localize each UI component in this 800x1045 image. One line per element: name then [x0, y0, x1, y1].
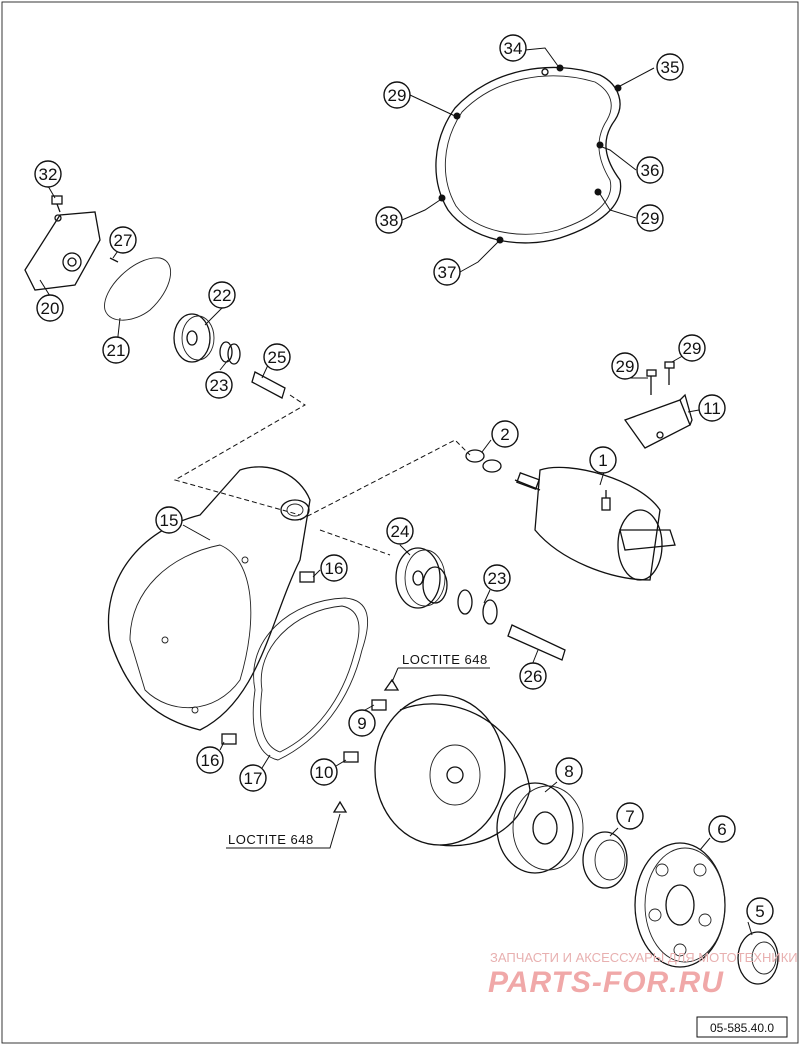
svg-text:16: 16	[201, 751, 220, 770]
callout-29-topright: 29	[636, 204, 664, 232]
svg-text:22: 22	[213, 286, 232, 305]
part-7-freewheel	[582, 831, 628, 889]
callout-21: 21	[102, 336, 130, 364]
svg-text:23: 23	[210, 376, 229, 395]
callout-37: 37	[433, 258, 461, 286]
part-1-starter-motor	[514, 466, 676, 581]
svg-text:20: 20	[41, 299, 60, 318]
callout-25: 25	[263, 343, 291, 371]
reference-code: 05-585.40.0	[710, 1021, 774, 1035]
part-22-gear	[173, 313, 215, 363]
svg-text:32: 32	[39, 165, 58, 184]
svg-text:35: 35	[661, 58, 680, 77]
svg-text:37: 37	[438, 263, 457, 282]
callout-34: 34	[499, 34, 527, 62]
callout-5: 5	[746, 897, 774, 925]
callout-2: 2	[491, 420, 519, 448]
callout-36: 36	[636, 156, 664, 184]
svg-text:1: 1	[598, 451, 607, 470]
loctite-note-lower: LOCTITE 648	[228, 832, 314, 847]
part-24-gear	[395, 547, 448, 609]
svg-text:10: 10	[315, 763, 334, 782]
part-16-dowels	[221, 571, 315, 745]
callout-10: 10	[310, 758, 338, 786]
watermark-brand: PARTS-FOR.RU	[488, 966, 724, 999]
callout-23-lower: 23	[483, 564, 511, 592]
svg-text:6: 6	[717, 820, 726, 839]
callout-16-lower: 16	[196, 746, 224, 774]
watermark-tagline: ЗАПЧАСТИ И АКСЕССУАРЫ ДЛЯ МОТОТЕХНИКИ	[490, 950, 798, 965]
svg-text:29: 29	[616, 357, 635, 376]
svg-text:16: 16	[325, 559, 344, 578]
svg-text:17: 17	[244, 769, 263, 788]
part-32-bolt	[51, 195, 63, 213]
callout-23-upper: 23	[205, 371, 233, 399]
svg-text:11: 11	[703, 399, 721, 418]
part-9-screw	[371, 678, 400, 711]
part-20-cover	[24, 211, 101, 291]
callout-26: 26	[519, 662, 547, 690]
svg-text:2: 2	[500, 425, 509, 444]
svg-text:15: 15	[160, 511, 179, 530]
part-26-shaft	[507, 624, 566, 661]
callout-29-topleft: 29	[383, 81, 411, 109]
part-2-orings	[465, 449, 502, 473]
svg-text:25: 25	[268, 348, 287, 367]
part-6-starter-gear	[634, 842, 726, 968]
callout-1: 1	[589, 446, 617, 474]
svg-text:7: 7	[625, 807, 634, 826]
callout-22: 22	[208, 281, 236, 309]
svg-text:9: 9	[357, 714, 366, 733]
callout-32: 32	[34, 160, 62, 188]
part-21-gasket	[104, 257, 171, 321]
svg-text:38: 38	[380, 211, 399, 230]
part-25-shaft	[251, 371, 286, 399]
assembly-guides	[173, 394, 471, 556]
svg-text:36: 36	[641, 161, 660, 180]
callout-24: 24	[386, 517, 414, 545]
part-5-bearing	[737, 931, 779, 985]
callout-16-upper: 16	[320, 554, 348, 582]
svg-text:29: 29	[683, 339, 702, 358]
part-8-freewheel	[496, 782, 584, 874]
part-17-gasket	[252, 597, 369, 761]
part-23-bearings-lower	[457, 589, 498, 625]
svg-text:24: 24	[391, 522, 410, 541]
callout-35: 35	[656, 53, 684, 81]
svg-text:26: 26	[524, 667, 543, 686]
callout-29-bolt-right: 29	[678, 334, 706, 362]
callout-8: 8	[555, 757, 583, 785]
part-29-bolts-11-bracket	[623, 361, 693, 449]
svg-text:8: 8	[564, 762, 573, 781]
svg-text:29: 29	[388, 86, 407, 105]
loctite-note-upper: LOCTITE 648	[402, 652, 488, 667]
callout-7: 7	[616, 802, 644, 830]
svg-text:27: 27	[114, 231, 133, 250]
callout-11: 11	[698, 394, 726, 422]
callout-27: 27	[109, 226, 137, 254]
svg-text:21: 21	[107, 341, 126, 360]
part-gasket-34-38	[435, 64, 622, 244]
part-10-screw	[332, 751, 359, 813]
part-23-bearing-upper	[219, 341, 241, 365]
callout-29-bolt-left: 29	[611, 352, 639, 380]
callout-15: 15	[155, 506, 183, 534]
part-27-dowel	[109, 257, 119, 263]
reference-code-box: 05-585.40.0	[696, 1016, 788, 1038]
callout-9: 9	[348, 709, 376, 737]
callout-38: 38	[375, 206, 403, 234]
callout-17: 17	[239, 764, 267, 792]
callout-6: 6	[708, 815, 736, 843]
svg-text:23: 23	[488, 569, 507, 588]
part-8-rotor	[374, 694, 531, 847]
part-15-cover	[107, 466, 311, 731]
callout-20: 20	[36, 294, 64, 322]
svg-text:34: 34	[504, 39, 523, 58]
svg-text:5: 5	[755, 902, 764, 921]
svg-text:29: 29	[641, 209, 660, 228]
